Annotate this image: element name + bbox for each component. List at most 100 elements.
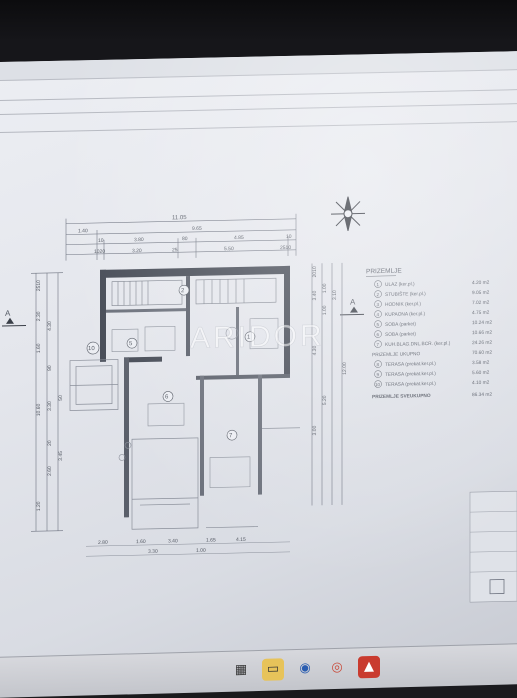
section-marker-right: A bbox=[340, 298, 364, 316]
schedule-row-area: 4.75 m2 bbox=[472, 310, 490, 316]
schedule-row-number: 10 bbox=[375, 382, 381, 387]
browser-icon[interactable]: ◉ bbox=[299, 660, 311, 676]
schedule-title: PRIZEMLJE bbox=[366, 268, 402, 276]
room-number-1: 1 bbox=[247, 335, 251, 341]
schedule-row-area: 9.05 m2 bbox=[472, 290, 490, 296]
schedule-row-name: SOBA (parket) bbox=[385, 331, 416, 338]
dim-top-row3-a: 10 bbox=[98, 238, 104, 244]
schedule-rows: 1 ULAZ (ker.pl.) 4.20 m2 2 STUBIŠTE (ker.pl.… bbox=[372, 280, 492, 400]
dim-left-8: 50 bbox=[58, 395, 64, 401]
room-schedule: PRIZEMLJE 1 ULAZ (ker.pl.) 4.20 m2 2 STUBIŠT… bbox=[366, 268, 492, 400]
room-numbers: 2 5 1 6 7 10 bbox=[86, 284, 256, 441]
dim-right-6: 12.00 bbox=[342, 362, 348, 375]
schedule-row-area: 4.20 m2 bbox=[472, 280, 490, 286]
schedule-terrace-row-area: 3.58 m2 bbox=[472, 360, 490, 366]
schedule-row-name: SOBA (parket) bbox=[385, 321, 416, 328]
dim-left-4: 1.60 bbox=[36, 343, 42, 353]
dim-bottom-3: 3.40 bbox=[168, 538, 178, 544]
dim-left-3: 4.30 bbox=[47, 321, 53, 331]
schedule-row-marker bbox=[374, 330, 382, 338]
schedule-subtotal-area: 70.60 m2 bbox=[472, 350, 492, 356]
room-number-10: 10 bbox=[88, 346, 95, 352]
north-arrow-icon bbox=[331, 196, 365, 231]
schedule-subtotal-name: PRIZEMLJE UKUPNO bbox=[372, 351, 421, 358]
staircase bbox=[111, 277, 277, 306]
schedule-row-marker bbox=[374, 280, 382, 288]
schedule-row-number: 6 bbox=[377, 332, 380, 337]
room-number-7: 7 bbox=[229, 433, 233, 439]
dim-top-row3-b: 3.80 bbox=[134, 237, 144, 243]
dim-left-5: 90 bbox=[47, 365, 53, 371]
schedule-row-marker bbox=[374, 320, 382, 328]
pdf-icon[interactable]: ▲ bbox=[358, 655, 380, 679]
schedule-row-name: STUBIŠTE (ker.pl.) bbox=[385, 290, 426, 298]
schedule-terrace-row-area: 5.60 m2 bbox=[472, 370, 490, 376]
floor-plan-drawing: 11.05 1.40 9.65 10 3.80 80 4.85 10 1020 … bbox=[2, 196, 517, 603]
terrace-outline bbox=[69, 359, 300, 530]
schedule-row-marker bbox=[374, 360, 382, 368]
schedule-terrace-row-name: TERASA (prekat.ker.pl.) bbox=[385, 371, 436, 378]
dim-right-2: 3.40 bbox=[312, 290, 318, 300]
dim-right-8: 3.00 bbox=[312, 425, 318, 435]
dim-top-row2-b: 9.65 bbox=[192, 226, 202, 232]
top-dimension-lines bbox=[65, 213, 297, 261]
schedule-row-number: 1 bbox=[377, 282, 380, 287]
monitor-screen: 11.05 1.40 9.65 10 3.80 80 4.85 10 1020 … bbox=[0, 51, 517, 662]
schedule-row-name: ULAZ (ker.pl.) bbox=[385, 281, 415, 288]
dim-left-7: 3.30 bbox=[47, 401, 53, 411]
dim-right-7: 4.30 bbox=[312, 345, 318, 355]
schedule-row-number: 4 bbox=[377, 312, 380, 317]
room-number-2: 2 bbox=[181, 288, 185, 294]
house-walls bbox=[100, 265, 290, 518]
dim-left-12: 1.20 bbox=[36, 501, 42, 511]
section-marker-left: A bbox=[2, 309, 26, 327]
schedule-row-number: 9 bbox=[377, 372, 380, 377]
schedule-row-number: 5 bbox=[377, 322, 380, 327]
chrome-icon[interactable]: ◎ bbox=[331, 659, 343, 676]
schedule-row-area: 10.66 m2 bbox=[472, 330, 492, 336]
dim-top-row3-c: 80 bbox=[182, 236, 188, 242]
dim-left-1: 2510 bbox=[36, 280, 42, 291]
dim-right-1: 2010 bbox=[312, 266, 318, 277]
file-explorer-icon[interactable]: ▭ bbox=[262, 658, 284, 681]
schedule-row-marker bbox=[374, 310, 382, 318]
schedule-total-name: PRIZEMLJE SVEUKUPNO bbox=[372, 393, 431, 400]
schedule-row-number: 8 bbox=[377, 362, 380, 367]
schedule-row-marker bbox=[374, 370, 382, 378]
dim-top-row3-e: 10 bbox=[286, 234, 292, 240]
dim-bottom-2: 1.60 bbox=[136, 539, 146, 545]
schedule-row-name: KUPAONA (ker.pl.) bbox=[385, 311, 426, 318]
schedule-terrace-row-name: TERASA (prekat.ker.pl.) bbox=[385, 361, 436, 368]
dim-right-9: 5.20 bbox=[322, 395, 328, 405]
dim-left-10: 2.60 bbox=[47, 466, 53, 476]
schedule-row-area: 10.24 m2 bbox=[472, 320, 492, 326]
schedule-terrace-row-name: TERASA (prekat.ker.pl.) bbox=[385, 381, 436, 388]
dim-right-3: 1.00 bbox=[322, 283, 328, 293]
windows-icon[interactable]: ▦ bbox=[234, 662, 248, 678]
schedule-row-number: 2 bbox=[377, 292, 380, 297]
dim-top-row4-a: 1020 bbox=[94, 249, 105, 255]
schedule-row-marker bbox=[374, 380, 382, 388]
dim-bottom-5: 4.15 bbox=[236, 537, 246, 543]
schedule-row-number: 3 bbox=[377, 302, 380, 307]
dim-right-4: 1.00 bbox=[322, 305, 328, 315]
furniture bbox=[111, 317, 279, 488]
dim-right-5: 3.10 bbox=[332, 290, 338, 300]
dim-bottom-1: 2.80 bbox=[98, 540, 108, 546]
schedule-row-name: KUH.BLAG.DNL.BCR. (ker.pl.) bbox=[385, 341, 451, 348]
schedule-terrace-row-area: 4.10 m2 bbox=[472, 380, 490, 386]
bottom-dimensions: 2.80 1.60 3.40 1.65 4.15 3.30 1.00 bbox=[86, 537, 290, 557]
schedule-row-area: 24.26 m2 bbox=[472, 340, 492, 346]
schedule-row-marker bbox=[374, 340, 382, 348]
dim-top-row4-d: 5.50 bbox=[224, 246, 234, 252]
dim-bottom-7: 1.00 bbox=[196, 548, 206, 554]
dim-left-11: 3.45 bbox=[58, 451, 64, 461]
dim-left-6: 10.60 bbox=[36, 403, 42, 416]
schedule-row-number: 7 bbox=[377, 342, 380, 347]
dim-top-row2-a: 1.40 bbox=[78, 228, 88, 234]
title-block bbox=[469, 490, 517, 603]
dim-top-row4-b: 3.20 bbox=[132, 248, 142, 254]
schedule-row-area: 7.02 m2 bbox=[472, 300, 490, 306]
schedule-row-marker bbox=[374, 300, 382, 308]
svg-text:A: A bbox=[350, 298, 356, 307]
